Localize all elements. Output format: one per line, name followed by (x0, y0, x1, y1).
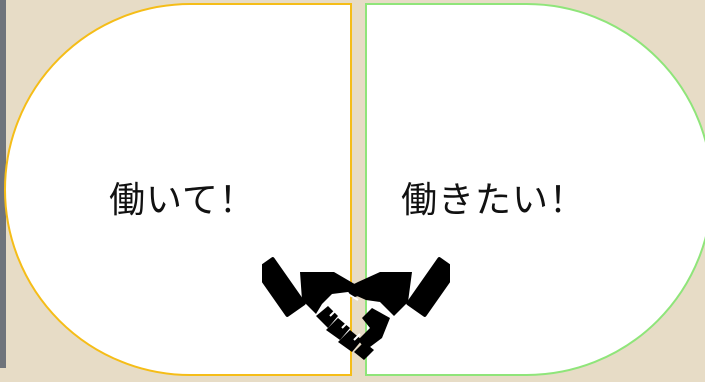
employer-panel: 働いて！ (4, 3, 352, 376)
worker-label: 働きたい！ (401, 180, 587, 221)
left-edge-bar (0, 0, 6, 368)
handshake-icon (262, 257, 450, 360)
employer-label: 働いて！ (109, 180, 256, 221)
